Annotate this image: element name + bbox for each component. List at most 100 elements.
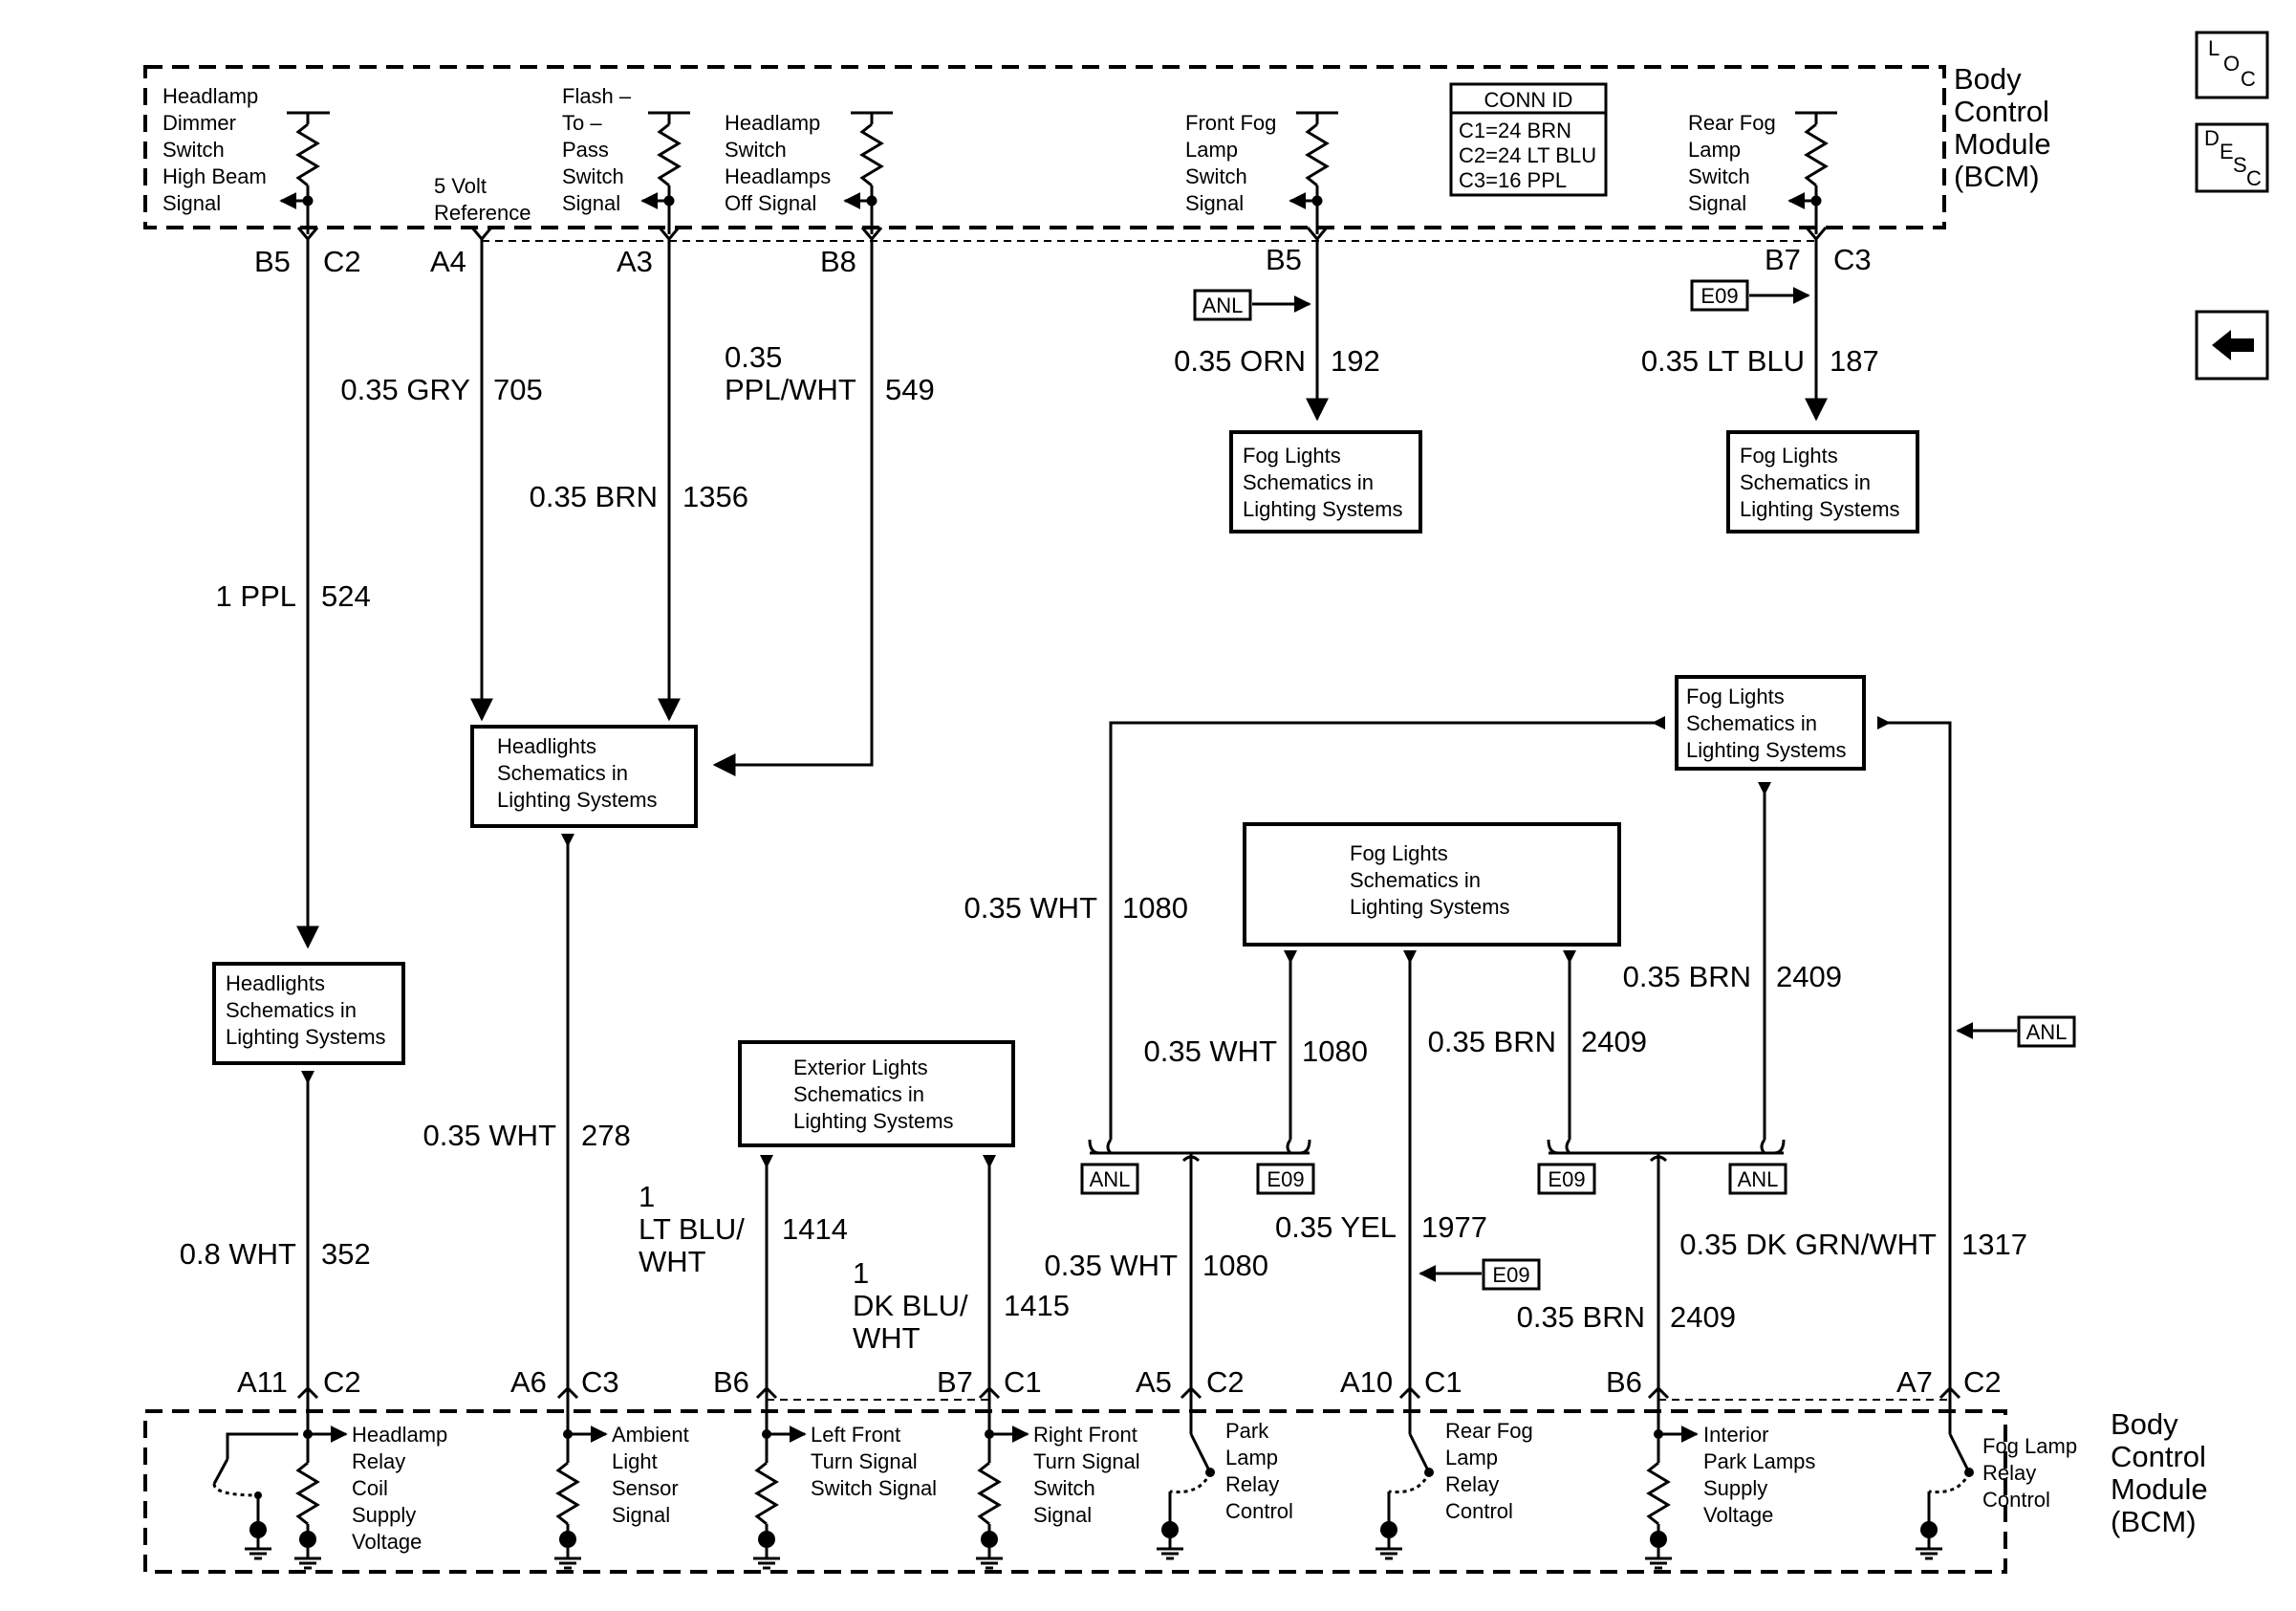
wire-2409-c-number: 2409 [1670,1300,1736,1334]
ref-text: Lighting Systems [1740,497,1900,521]
option-tag-e09-top: E09 [1690,279,1749,312]
fog-relay-label-2: Control [1982,1488,2050,1512]
park-relay-label-0: Park [1225,1419,1269,1443]
ref-text: Schematics in [226,998,357,1022]
desc-letter-s: S [2233,153,2247,177]
hl-off-label-2: Headlamps [725,164,831,188]
top-bcm-boundary [143,65,1946,229]
wire-2409-c-color: 0.35 BRN [1517,1300,1645,1334]
bottom-bcm-label: Body Control Module (BCM) [2111,1407,2208,1538]
option-anl: ANL [1090,1167,1131,1191]
ref-text: Schematics in [793,1082,924,1106]
ref-text: Schematics in [1350,868,1481,892]
ref-box-exterior-lights[interactable]: Exterior Lights Schematics in Lighting S… [738,1040,1015,1147]
ground-symbols [243,1519,1944,1570]
dimmer-label-3: High Beam [162,164,267,188]
interior-park-label-2: Supply [1703,1476,1767,1500]
interior-park-label-3: Voltage [1703,1503,1773,1527]
hl-relay-label-2: Coil [352,1476,388,1500]
ref-text: Lighting Systems [1686,738,1847,762]
ref5v-label-1: Reference [434,201,531,225]
desc-letter-e: E [2220,140,2234,163]
pin-top-a4: A4 [430,245,466,278]
ambient-label-3: Signal [612,1503,670,1527]
hl-relay-label-4: Voltage [352,1530,422,1554]
pin-bottom-b6-b: B6 [1606,1365,1642,1399]
option-tag-anl-top: ANL [1193,289,1252,321]
flash-label-0: Flash – [562,84,632,108]
ambient-label-0: Ambient [612,1423,689,1447]
top-pin-labels: B5 C2 A4 A3 B8 B5 B7 C3 [254,243,1872,278]
option-tag-anl-right-splice: ANL [1728,1163,1787,1195]
rear-fog-relay-label-3: Control [1445,1499,1513,1523]
pin-bottom-c2-c: C2 [1963,1365,2002,1399]
hl-relay-label-0: Headlamp [352,1423,447,1447]
wire-524-number: 524 [321,579,371,613]
wire-352-color: 0.8 WHT [180,1237,296,1271]
splice-hooks [1088,1139,1786,1163]
dimmer-label-1: Dimmer [162,111,236,135]
wire-1080-a-color: 0.35 WHT [964,891,1097,925]
ref-text: Fog Lights [1350,841,1448,865]
flash-label-4: Signal [562,191,620,215]
rear-fog-label-2: Switch [1688,164,1750,188]
hl-relay-label-1: Relay [352,1449,405,1473]
pin-bottom-c1-a: C1 [1004,1365,1042,1399]
ref-box-fog-rear[interactable]: Fog Lights Schematics in Lighting System… [1726,430,1919,533]
loc-button[interactable]: L O C [2195,31,2269,99]
rear-fog-relay-label-0: Rear Fog [1445,1419,1533,1443]
wire-1317-color: 0.35 DK GRN/WHT [1679,1228,1937,1261]
pin-bottom-a7: A7 [1896,1365,1933,1399]
module-label-line4: (BCM) [2111,1505,2197,1538]
right-turn-label-1: Turn Signal [1033,1449,1140,1473]
pin-bottom-b7: B7 [937,1365,973,1399]
desc-button[interactable]: D E S C [2195,122,2269,193]
pin-bottom-c1-b: C1 [1424,1365,1462,1399]
wire-549-number: 549 [885,373,935,406]
hl-relay-label-3: Supply [352,1503,416,1527]
pin-bottom-a6: A6 [510,1365,547,1399]
conn-id-table: CONN ID C1=24 BRN C2=24 LT BLU C3=16 PPL [1449,82,1608,197]
wires [296,239,2017,1402]
ref-box-headlights-center[interactable]: Headlights Schematics in Lighting System… [470,725,698,828]
top-signal-labels: Headlamp Dimmer Switch High Beam Signal … [162,84,1776,225]
desc-letter-d: D [2204,126,2220,150]
wire-192-number: 192 [1331,344,1380,378]
wire-1977-number: 1977 [1421,1210,1487,1244]
front-fog-label-0: Front Fog [1185,111,1276,135]
wire-2409-a-color: 0.35 BRN [1428,1025,1556,1058]
ref-text: Fog Lights [1740,444,1838,468]
wire-1415-number: 1415 [1004,1289,1070,1322]
ref-box-fog-front[interactable]: Fog Lights Schematics in Lighting System… [1229,430,1422,533]
wire-187-number: 187 [1830,344,1879,378]
option-tag-e09-right-splice: E09 [1537,1163,1596,1195]
rear-fog-relay-label-2: Relay [1445,1472,1499,1496]
ref-box-fog-center[interactable]: Fog Lights Schematics in Lighting System… [1243,822,1621,947]
wire-549-color-1: 0.35 [725,340,782,374]
interior-park-label-1: Park Lamps [1703,1449,1815,1473]
back-button[interactable] [2195,310,2269,381]
front-fog-label-1: Lamp [1185,138,1238,162]
wire-1415-color-2: DK BLU/ [853,1289,968,1322]
option-e09: E09 [1548,1167,1585,1191]
back-arrow-icon [2212,330,2254,360]
ref-box-fog-upper-right[interactable]: Fog Lights Schematics in Lighting System… [1675,675,1866,771]
left-turn-label-1: Turn Signal [811,1449,918,1473]
hl-off-label-0: Headlamp [725,111,820,135]
ref-text: Lighting Systems [793,1109,954,1133]
option-anl: ANL [1202,294,1244,317]
rear-fog-relay-label-1: Lamp [1445,1446,1498,1469]
module-label-line1: Body [1954,62,2022,96]
wire-1415-color-1: 1 [853,1256,869,1290]
bottom-internal-circuits [212,1385,1971,1539]
wire-1080-c-number: 1080 [1202,1249,1268,1282]
dimmer-label-4: Signal [162,191,221,215]
wire-1356-number: 1356 [682,480,748,513]
top-bcm-label: Body Control Module (BCM) [1954,62,2051,193]
ref-box-headlights-left[interactable]: Headlights Schematics in Lighting System… [212,962,405,1065]
fog-relay-label-1: Relay [1982,1461,2036,1485]
ref5v-label-0: 5 Volt [434,174,487,198]
pin-top-c3: C3 [1833,243,1872,276]
ref-text: Lighting Systems [226,1025,386,1049]
